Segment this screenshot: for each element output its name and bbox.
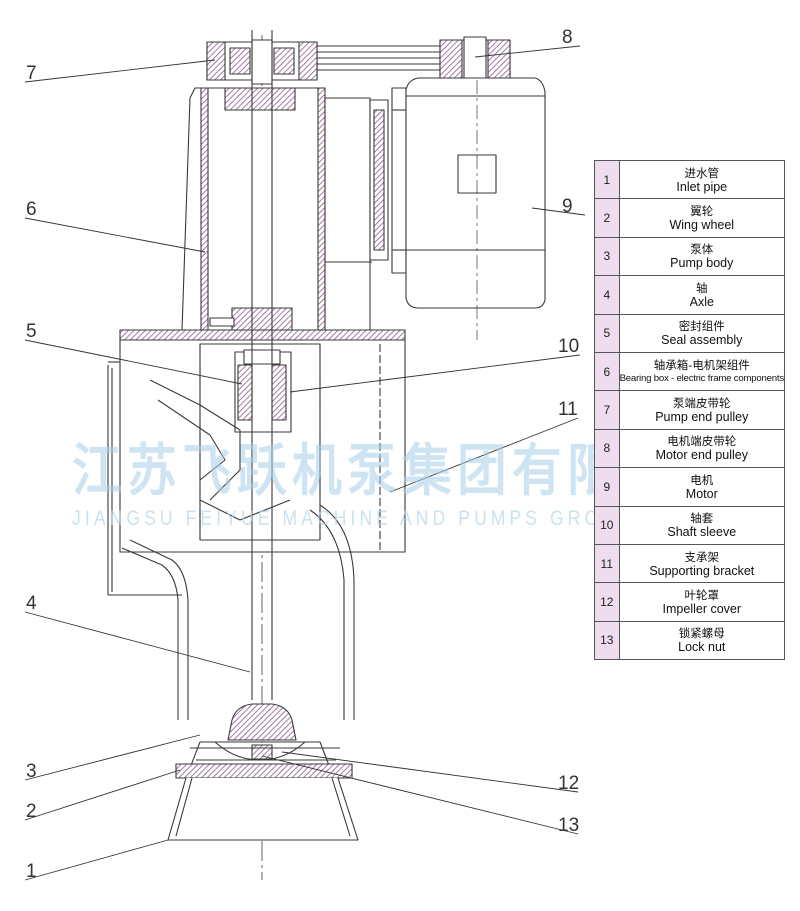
part-number: 9 [594, 467, 620, 507]
callout-8: 8 [562, 27, 573, 48]
callout-1: 1 [26, 861, 37, 882]
part-number: 13 [594, 620, 620, 661]
watermark-company-en: JIANGSU FEIYUE MACHINE AND PUMPS GROUP C… [72, 507, 740, 530]
pump-end-pulley [206, 39, 318, 85]
callout-11: 11 [558, 399, 578, 420]
part-number: 11 [594, 543, 620, 584]
part-name-en: Seal assembly [661, 333, 743, 348]
part-number: 6 [594, 351, 620, 392]
part-number: 2 [594, 198, 620, 238]
callout-3: 3 [26, 761, 37, 782]
callout-7: 7 [26, 63, 37, 84]
part-number: 12 [594, 582, 620, 622]
callout-4: 4 [26, 593, 37, 614]
elbow-pipe [121, 379, 355, 720]
part-number: 4 [594, 275, 620, 315]
part-name-cn: 锁紧螺母 [678, 626, 725, 641]
part-name-cn: 叶轮罩 [684, 587, 720, 602]
callout-10: 10 [558, 336, 579, 357]
part-name-cn: 电机 [690, 472, 714, 487]
seal-and-sleeve [234, 349, 292, 433]
callout-13: 13 [558, 815, 579, 836]
part-name-en: Impeller cover [662, 601, 742, 616]
leader-lines [24, 45, 586, 881]
part-name-cn: 轴 [696, 280, 708, 295]
pump-body-flange [175, 763, 353, 779]
callout-9: 9 [562, 196, 573, 217]
part-number: 5 [594, 313, 620, 353]
part-number: 10 [594, 505, 620, 545]
part-name-en: Wing wheel [669, 218, 735, 233]
part-name-en: Lock nut [678, 640, 726, 655]
motor-end-pulley [439, 36, 511, 84]
inlet-pipe [167, 777, 359, 841]
part-name-en: Pump body [670, 256, 734, 271]
part-name-en: Inlet pipe [676, 179, 728, 194]
part-name-cn: 轴套 [690, 511, 714, 526]
part-name-cn: 密封组件 [678, 319, 725, 334]
part-name-en: Supporting bracket [649, 563, 755, 578]
part-name-cn: 进水管 [684, 165, 720, 180]
part-name-en: Motor [685, 486, 718, 501]
callout-12: 12 [558, 773, 579, 794]
mounting-plate [119, 329, 406, 341]
part-number: 3 [594, 236, 620, 277]
part-name-en: Pump end pulley [655, 410, 749, 425]
motor [405, 77, 546, 340]
callout-2: 2 [26, 801, 37, 822]
part-name-cn: 支承架 [684, 549, 720, 564]
callout-numbers: 1 2 3 4 5 6 7 8 9 10 11 12 13 [26, 27, 579, 882]
part-number: 8 [594, 428, 620, 469]
callout-6: 6 [26, 199, 37, 220]
part-name-en: Shaft sleeve [667, 525, 737, 540]
part-name-cn: 电机端皮带轮 [667, 434, 737, 449]
motor-bracket [369, 87, 407, 274]
part-name-en: Motor end pulley [655, 448, 748, 463]
part-name-cn: 泵端皮带轮 [673, 396, 731, 411]
part-number: 1 [594, 159, 620, 200]
part-name-cn: 轴承箱-电机架组件 [653, 357, 750, 372]
part-number: 7 [594, 390, 620, 430]
belt [300, 45, 465, 71]
part-name-cn: 泵体 [690, 242, 714, 257]
bearing-box-frame [181, 87, 372, 331]
part-name-en: Bearing box - electric frame components [619, 372, 785, 384]
shaft [251, 30, 273, 700]
part-name-en: Axle [689, 294, 714, 309]
callout-5: 5 [26, 321, 37, 342]
impeller [189, 703, 340, 769]
part-name-cn: 翼轮 [690, 204, 714, 219]
